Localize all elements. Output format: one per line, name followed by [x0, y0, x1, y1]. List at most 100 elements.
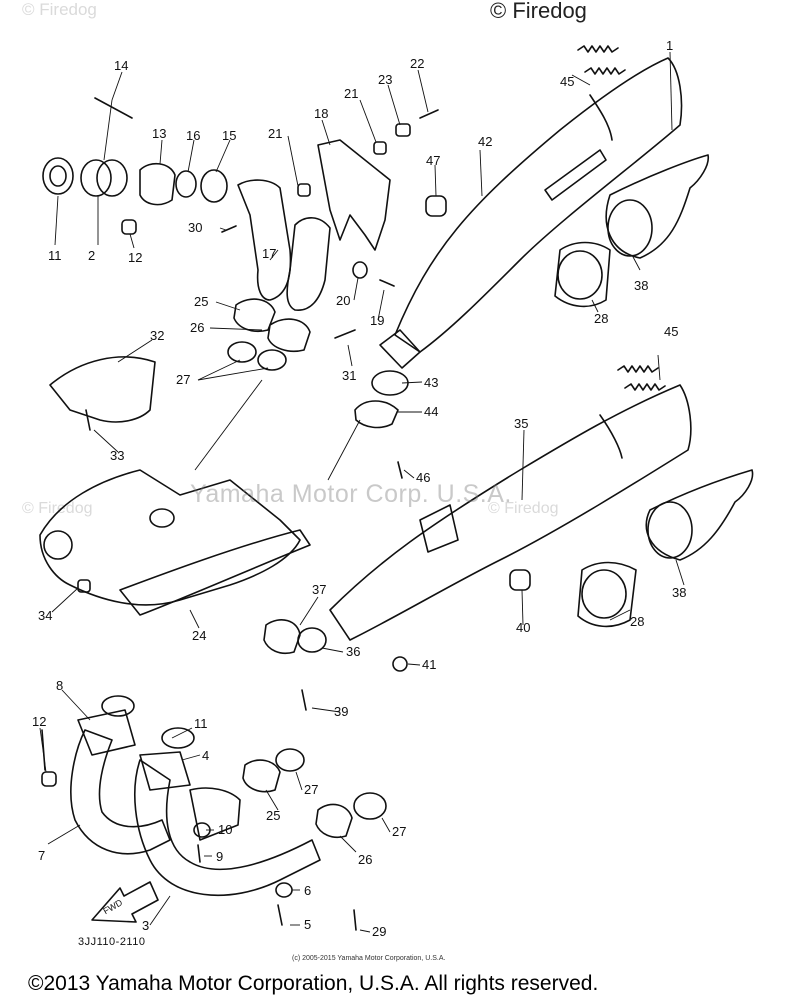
- part-number: 36: [346, 644, 360, 659]
- part-number: 35: [514, 416, 528, 431]
- bolt-22: [419, 109, 439, 119]
- part-number: 38: [672, 585, 686, 600]
- ring-15: [200, 169, 228, 203]
- ring-27-upper-a: [227, 341, 257, 363]
- part-number: 41: [422, 657, 436, 672]
- clamp-25-lower: [242, 759, 281, 793]
- lower-muffler: [329, 384, 692, 641]
- part-number: 12: [32, 714, 46, 729]
- part-number: 12: [128, 250, 142, 265]
- ring-27-lower-a: [275, 748, 305, 772]
- part-number: 26: [190, 320, 204, 335]
- bolt-5: [277, 904, 283, 926]
- flange-13: [139, 162, 176, 206]
- part-number: 27: [392, 824, 406, 839]
- part-number: 13: [152, 126, 166, 141]
- exhaust-pipe-17: [237, 179, 331, 311]
- part-number: 38: [634, 278, 648, 293]
- part-number: 14: [114, 58, 128, 73]
- watermark-top-left: © Firedog: [22, 0, 97, 19]
- heat-shield-32: [49, 356, 156, 423]
- fwd-label: FWD: [101, 897, 124, 916]
- part-number: 31: [342, 368, 356, 383]
- part-number: 25: [266, 808, 280, 823]
- part-number: 42: [478, 134, 492, 149]
- nut-20: [352, 261, 368, 279]
- part-number: 11: [48, 248, 62, 263]
- part-number: 34: [38, 608, 52, 623]
- header-pipe-7: [70, 695, 171, 855]
- nut-21-lower: [297, 183, 311, 197]
- part-number: 11: [194, 716, 208, 731]
- part-number: 24: [192, 628, 206, 643]
- part-number: 47: [426, 153, 440, 168]
- part-number: 22: [410, 56, 424, 71]
- part-number: 9: [216, 849, 223, 864]
- part-number: 10: [218, 822, 232, 837]
- bolt-19: [379, 279, 395, 287]
- part-number: 26: [358, 852, 372, 867]
- part-number: 28: [630, 614, 644, 629]
- bolt-31: [334, 329, 356, 339]
- part-number: 28: [594, 311, 608, 326]
- bolt-39: [301, 689, 307, 711]
- part-number: 17: [262, 246, 276, 261]
- part-number: 16: [186, 128, 200, 143]
- part-number: 5: [304, 917, 311, 932]
- watermark-right-mid: © Firedog: [488, 500, 559, 517]
- clamp-26-lower: [315, 803, 353, 839]
- part-number-labels: 1 42 47 45 45 35 43 44 46 40 41 38 28 38…: [32, 38, 686, 939]
- fwd-arrow-icon: [91, 881, 159, 923]
- part-number: 2: [88, 248, 95, 263]
- header-pipe-3: [134, 727, 321, 897]
- lower-tail-tip: [577, 469, 754, 628]
- clamp-26-upper: [267, 318, 311, 353]
- part-number: 27: [176, 372, 190, 387]
- clamp-37: [263, 619, 301, 655]
- part-number: 19: [370, 313, 384, 328]
- part-number: 8: [56, 678, 63, 693]
- part-number: 15: [222, 128, 236, 143]
- part-number: 43: [424, 375, 438, 390]
- washer-23: [395, 123, 411, 137]
- diagram-code: 3JJ110-2110: [78, 936, 146, 948]
- nut-21-upper: [373, 141, 387, 155]
- watermark-top-right: © Firedog: [490, 0, 587, 23]
- bolt-9: [197, 844, 201, 863]
- part-number: 37: [312, 582, 326, 597]
- part-number: 33: [110, 448, 124, 463]
- part-number: 21: [344, 86, 358, 101]
- bolt-33: [85, 409, 91, 431]
- bolt-46: [397, 461, 403, 479]
- ring-27-upper-b: [257, 349, 287, 371]
- cap-12-upper: [121, 219, 137, 235]
- part-number: 29: [372, 924, 386, 939]
- bracket-18: [317, 139, 391, 251]
- part-number: 32: [150, 328, 164, 343]
- springs-upper: [577, 45, 626, 75]
- part-number: 1: [666, 38, 673, 53]
- part-number: 7: [38, 848, 45, 863]
- part-number: 20: [336, 293, 350, 308]
- upper-bushing: [425, 195, 447, 217]
- clamp-25-upper: [233, 298, 276, 333]
- watermark-center: Yamaha Motor Corp. U.S.A.: [190, 480, 512, 508]
- ring-16: [175, 170, 197, 198]
- part-number: 18: [314, 106, 328, 121]
- part-number: 30: [188, 220, 202, 235]
- ring-27-lower-b: [353, 792, 387, 820]
- part-number: 23: [378, 72, 392, 87]
- upper-muffler: [379, 57, 683, 369]
- part-number: 21: [268, 126, 282, 141]
- part-number: 40: [516, 620, 530, 635]
- part-number: 39: [334, 704, 348, 719]
- part-number: 25: [194, 294, 208, 309]
- upper-clamp: [354, 400, 399, 429]
- upper-tail-tip: [554, 154, 710, 308]
- collector-24: [39, 469, 311, 616]
- part-number: 27: [304, 782, 318, 797]
- part-number: 4: [202, 748, 209, 763]
- gasket-2: [80, 159, 112, 197]
- springs-lower: [617, 365, 666, 391]
